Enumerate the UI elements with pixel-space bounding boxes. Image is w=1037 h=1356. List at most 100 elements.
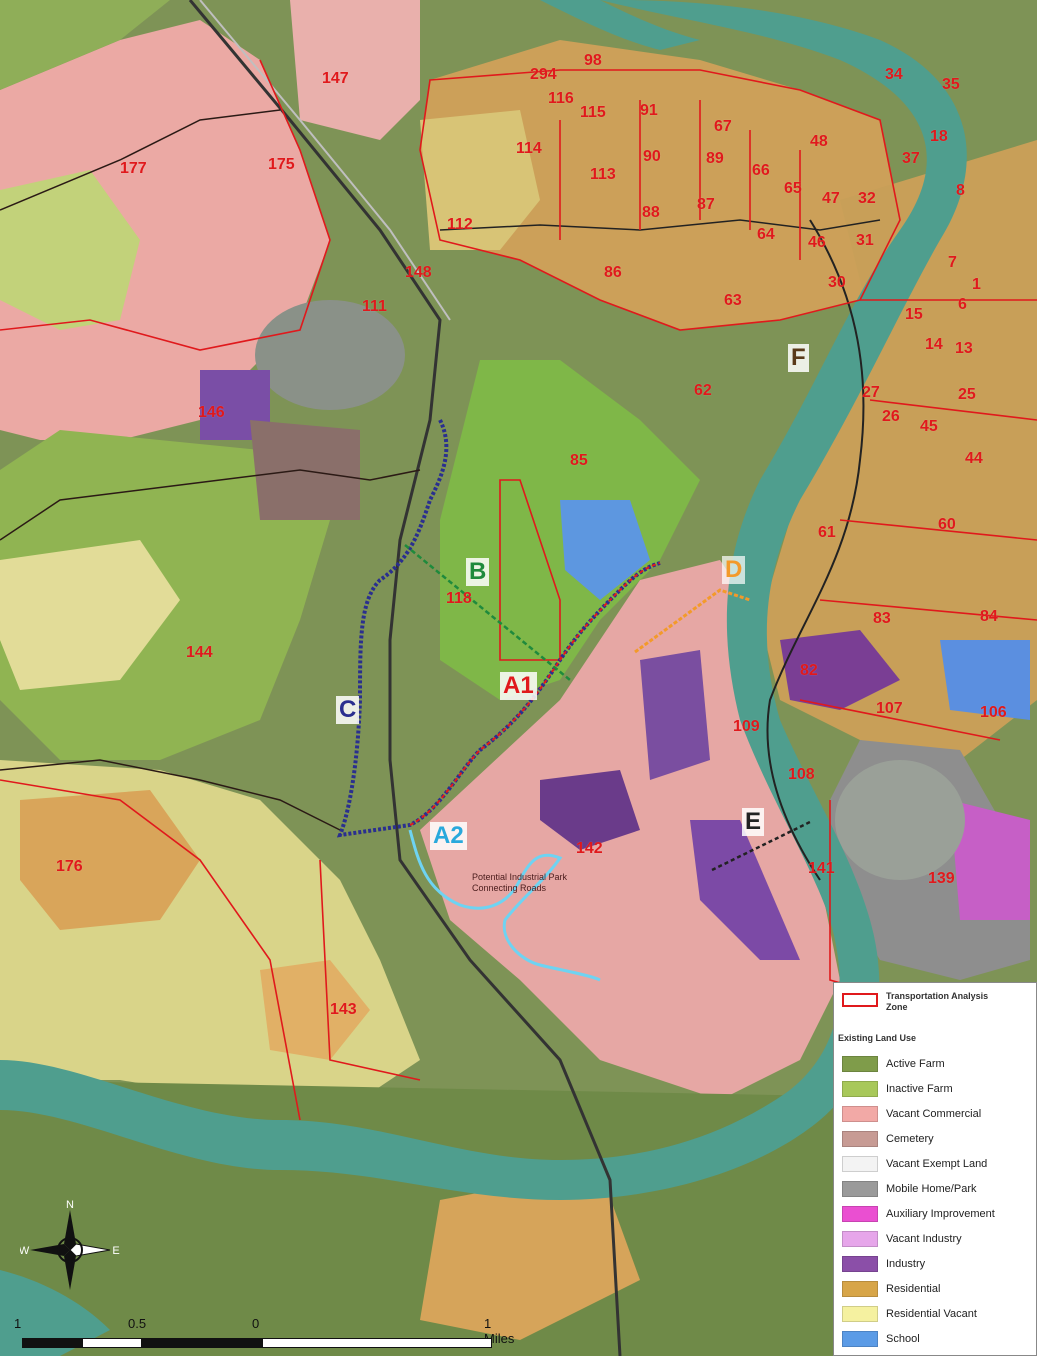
highway-main bbox=[188, 0, 622, 1356]
legend: Transportation Analysis Zone Existing La… bbox=[833, 982, 1037, 1356]
school-106 bbox=[940, 640, 1030, 720]
zone-label-64: 64 bbox=[757, 226, 775, 243]
legend-item-label: Vacant Commercial bbox=[886, 1107, 982, 1120]
zone-label-86: 86 bbox=[604, 264, 622, 281]
school-area bbox=[560, 500, 650, 600]
zone-label-82: 82 bbox=[800, 662, 818, 679]
quarry-north bbox=[255, 300, 405, 410]
legend-title: Existing Land Use bbox=[838, 1033, 917, 1043]
legend-item: Auxiliary Improvement bbox=[842, 1201, 995, 1226]
tza-boundary-town-grid bbox=[559, 100, 801, 260]
tza-boundary-town bbox=[419, 69, 901, 331]
legend-tza-swatch bbox=[842, 993, 878, 1007]
inactive-farm-west bbox=[0, 170, 140, 330]
zone-label-25: 25 bbox=[958, 386, 976, 403]
scale-label-left: 1 bbox=[14, 1316, 22, 1331]
legend-item-label: Residential bbox=[886, 1282, 941, 1295]
tza-boundary-85 bbox=[499, 479, 561, 661]
legend-swatch bbox=[842, 1180, 878, 1197]
river bbox=[0, 0, 967, 1200]
legend-swatch bbox=[842, 1105, 878, 1122]
river-north-channel bbox=[540, 0, 700, 50]
legend-swatch bbox=[842, 1305, 878, 1322]
road-west bbox=[0, 469, 421, 541]
zone-label-294: 294 bbox=[530, 66, 557, 83]
zone-label-34: 34 bbox=[885, 66, 903, 83]
scale-label-mid2: 0 bbox=[252, 1316, 260, 1331]
scale-seg-2 bbox=[82, 1338, 142, 1348]
legend-item: Industry bbox=[842, 1251, 995, 1276]
zone-label-113: 113 bbox=[590, 166, 616, 183]
zone-label-67: 67 bbox=[714, 118, 732, 135]
zone-label-175: 175 bbox=[268, 156, 295, 173]
zone-label-60: 60 bbox=[938, 516, 956, 533]
compass-ring bbox=[57, 1237, 83, 1263]
zone-label-107: 107 bbox=[876, 700, 903, 717]
legend-swatch bbox=[842, 1130, 878, 1147]
route-label-b: B bbox=[466, 558, 490, 586]
zone-label-62: 62 bbox=[694, 382, 712, 399]
tza-boundary-176 bbox=[0, 779, 301, 1121]
zone-label-44: 44 bbox=[965, 450, 983, 467]
zone-label-141: 141 bbox=[808, 860, 835, 877]
zone-label-65: 65 bbox=[784, 180, 802, 197]
legend-item-label: Vacant Exempt Land bbox=[886, 1157, 988, 1170]
zone-label-32: 32 bbox=[858, 190, 876, 207]
residential-east bbox=[760, 140, 1037, 760]
north-pointer bbox=[64, 1210, 76, 1250]
zone-label-26: 26 bbox=[882, 408, 900, 425]
zone-label-31: 31 bbox=[856, 232, 874, 249]
zone-label-85: 85 bbox=[570, 452, 588, 469]
legend-swatch bbox=[842, 1155, 878, 1172]
zone-label-89: 89 bbox=[706, 150, 724, 167]
legend-item: Mobile Home/Park bbox=[842, 1176, 995, 1201]
zone-label-115: 115 bbox=[580, 104, 606, 121]
industrial-park-annotation: Potential Industrial Park Connecting Roa… bbox=[472, 872, 568, 893]
legend-item: Active Farm bbox=[842, 1051, 995, 1076]
zone-label-144: 144 bbox=[186, 644, 213, 661]
zone-label-147: 147 bbox=[322, 70, 349, 87]
zone-label-48: 48 bbox=[810, 133, 828, 150]
legend-tza-label: Transportation Analysis Zone bbox=[886, 991, 989, 1012]
zone-label-118: 118 bbox=[446, 590, 472, 607]
industry-block-3 bbox=[690, 820, 800, 960]
zone-label-111: 111 bbox=[362, 298, 387, 315]
route-a2-line bbox=[408, 829, 601, 982]
zone-label-108: 108 bbox=[788, 766, 815, 783]
legend-item-label: Mobile Home/Park bbox=[886, 1182, 977, 1195]
zone-label-87: 87 bbox=[697, 196, 715, 213]
zone-label-88: 88 bbox=[642, 204, 660, 221]
zone-label-116: 116 bbox=[548, 90, 574, 107]
legend-item-label: Active Farm bbox=[886, 1057, 945, 1070]
zone-label-84: 84 bbox=[980, 608, 998, 625]
road-east-bank bbox=[766, 219, 865, 881]
compass-n: N bbox=[66, 1200, 74, 1211]
zone-label-66: 66 bbox=[752, 162, 770, 179]
zone-label-6: 6 bbox=[958, 296, 967, 313]
tza-boundary-east bbox=[799, 299, 1037, 741]
east-pointer bbox=[69, 1243, 111, 1257]
legend-item-label: Cemetery bbox=[886, 1132, 934, 1145]
residential-town-north bbox=[420, 40, 900, 330]
zone-label-7: 7 bbox=[948, 254, 957, 271]
residential-112 bbox=[420, 110, 540, 250]
zone-label-98: 98 bbox=[584, 52, 602, 69]
zone-label-114: 114 bbox=[516, 140, 542, 157]
highway-shoulder bbox=[199, 0, 451, 321]
north-arrow: N W E bbox=[20, 1200, 120, 1290]
legend-item-label: Auxiliary Improvement bbox=[886, 1207, 995, 1220]
residential-south bbox=[420, 1170, 640, 1340]
zone-label-46: 46 bbox=[808, 234, 826, 251]
route-label-d: D bbox=[722, 556, 746, 584]
road-town bbox=[439, 219, 881, 231]
zone-label-176: 176 bbox=[56, 858, 83, 875]
legend-swatch bbox=[842, 1230, 878, 1247]
zone-label-90: 90 bbox=[643, 148, 661, 165]
route-d-line bbox=[634, 588, 751, 654]
zone-label-1: 1 bbox=[972, 276, 981, 293]
zone-label-61: 61 bbox=[818, 524, 836, 541]
legend-swatch bbox=[842, 1205, 878, 1222]
route-c-line bbox=[336, 419, 661, 838]
